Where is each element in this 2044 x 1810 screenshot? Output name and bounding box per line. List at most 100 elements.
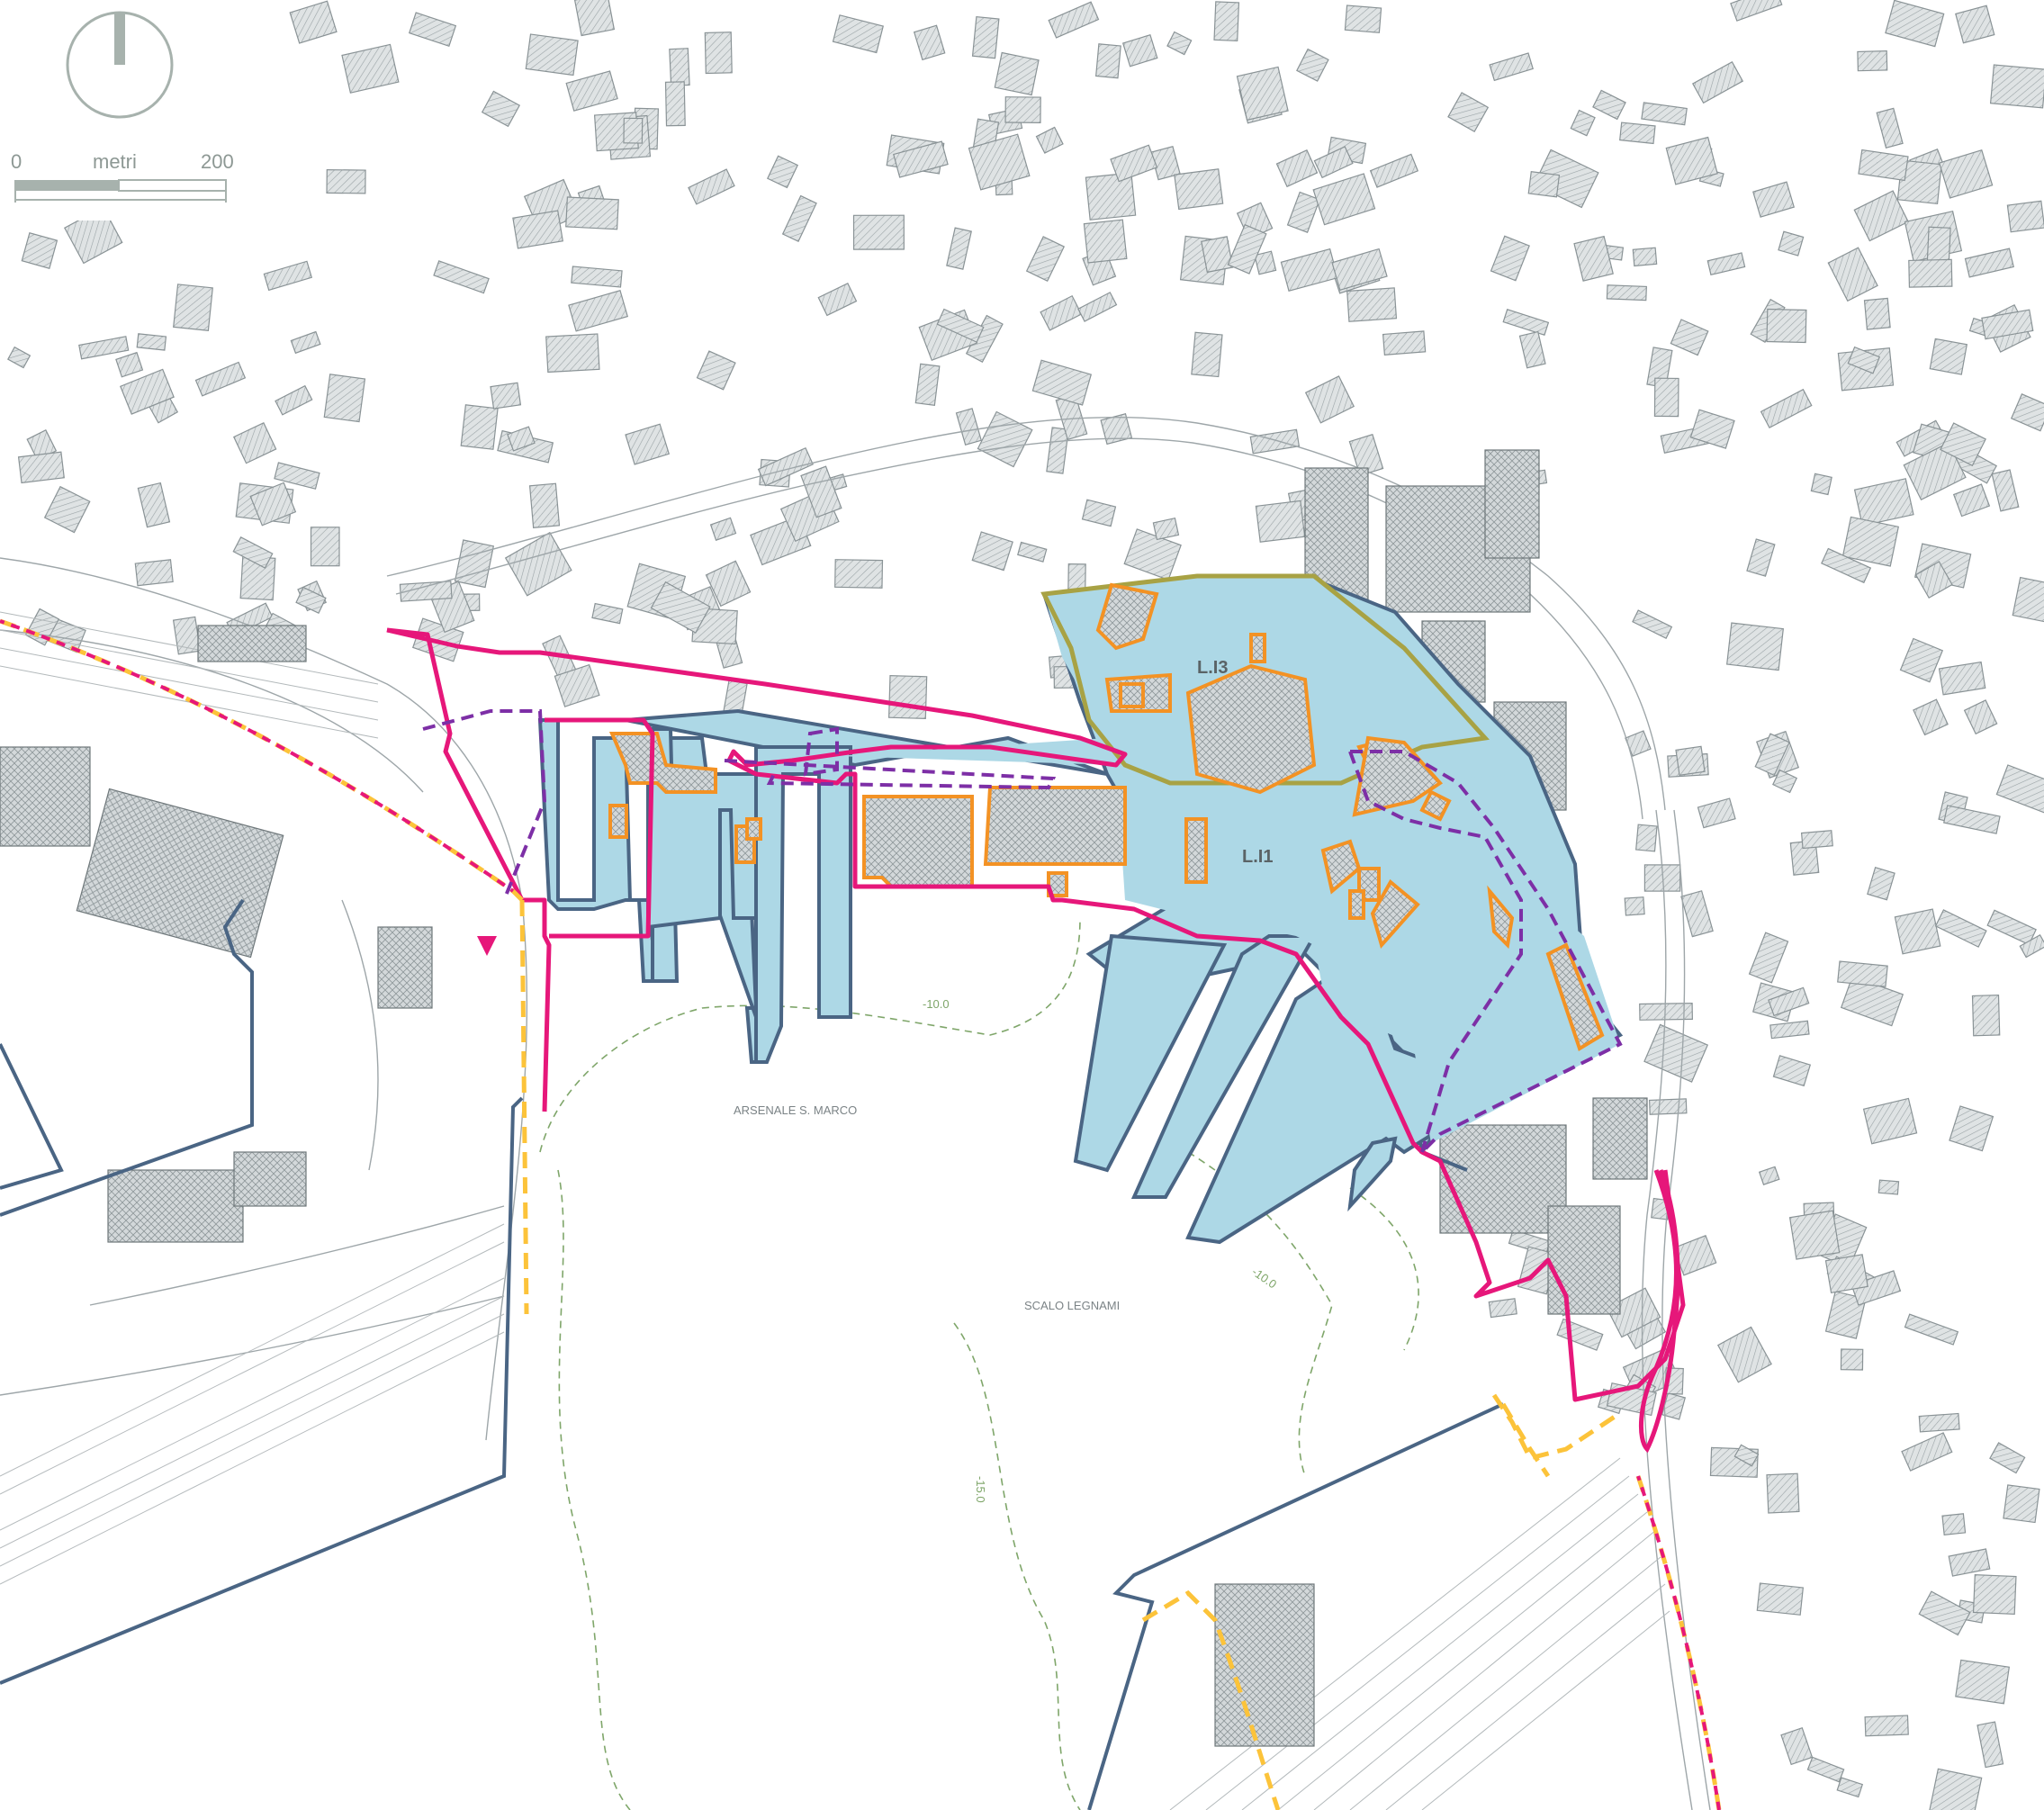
city-block — [1255, 500, 1306, 543]
city-block — [1213, 1, 1240, 41]
quay-edges — [0, 898, 1504, 1810]
scale-bar: 0 metri 200 — [11, 150, 234, 203]
city-block — [1304, 375, 1355, 424]
city-block — [650, 581, 711, 634]
city-block — [1971, 994, 2001, 1037]
city-block — [1841, 516, 1899, 567]
city-block — [1948, 1548, 1991, 1577]
warehouse-blocks — [0, 449, 1648, 1747]
city-block — [1236, 66, 1289, 122]
city-block — [1025, 236, 1066, 283]
city-block — [1769, 1020, 1810, 1040]
city-block — [1632, 609, 1673, 639]
city-block — [433, 260, 490, 294]
city-block — [1573, 235, 1614, 282]
city-block — [1955, 1659, 2011, 1705]
street-network — [0, 416, 1711, 1810]
city-block — [1941, 1513, 1967, 1535]
city-block — [1772, 769, 1798, 794]
city-block — [120, 368, 175, 415]
scale-unit: metri — [93, 150, 137, 173]
city-block — [1847, 346, 1881, 374]
city-block — [1991, 469, 2020, 512]
city-block — [1926, 226, 1951, 265]
city-block — [1296, 48, 1329, 82]
city-block — [1085, 172, 1137, 221]
city-block — [78, 336, 130, 360]
city-block — [705, 560, 752, 608]
city-block — [1746, 538, 1776, 577]
city-block — [936, 308, 985, 343]
city-block — [1934, 909, 1987, 948]
city-block — [1940, 422, 1986, 467]
city-block — [134, 559, 174, 587]
city-block — [2019, 933, 2044, 959]
city-block — [1862, 1097, 1918, 1145]
city-block — [1670, 319, 1709, 356]
area-label-l1: L.I1 — [1242, 847, 1273, 867]
city-block — [1166, 31, 1193, 56]
city-block — [709, 517, 737, 541]
city-block — [1286, 191, 1320, 233]
city-block — [1527, 171, 1561, 198]
city-block — [1885, 0, 1945, 48]
city-block — [571, 266, 623, 288]
city-block — [1174, 168, 1224, 211]
depth-label-3: -15.0 — [974, 1476, 987, 1503]
city-block — [7, 346, 32, 369]
city-block — [623, 117, 644, 144]
city-block — [1989, 64, 2044, 109]
city-block — [1502, 308, 1550, 337]
city-block — [1955, 5, 1995, 44]
city-block — [275, 384, 313, 416]
city-block — [568, 289, 629, 332]
city-block — [323, 374, 366, 423]
city-block — [1489, 52, 1534, 82]
dashed-boundaries — [422, 709, 1623, 1154]
city-block — [1081, 499, 1117, 527]
city-block — [852, 214, 905, 250]
city-block — [1201, 236, 1234, 274]
city-block — [528, 482, 561, 528]
city-block — [1929, 338, 1968, 375]
city-block — [1488, 1298, 1517, 1319]
city-block — [1752, 181, 1796, 218]
city-block — [1840, 1348, 1864, 1371]
city-block — [1040, 294, 1083, 331]
city-block — [781, 194, 817, 243]
city-block — [1853, 478, 1914, 527]
city-block — [233, 422, 277, 464]
city-block — [1346, 287, 1398, 322]
city-block — [757, 446, 814, 487]
city-block — [1918, 1412, 1960, 1433]
city-block — [1369, 153, 1419, 188]
city-block — [1035, 126, 1064, 154]
city-block — [194, 361, 247, 397]
city-block — [1077, 292, 1118, 322]
city-block — [1730, 0, 1783, 22]
city-block — [525, 33, 579, 77]
city-block — [2010, 393, 2044, 432]
city-block — [1837, 960, 1888, 987]
city-block — [955, 408, 982, 446]
city-block — [1533, 149, 1599, 209]
city-block — [1788, 1210, 1841, 1260]
city-block — [1989, 1442, 2026, 1474]
city-blocks — [7, 0, 2044, 1810]
city-block — [1918, 1590, 1971, 1636]
city-block — [565, 70, 618, 112]
city-block — [1758, 1166, 1780, 1185]
city-block — [1824, 1291, 1867, 1339]
city-block — [1227, 223, 1267, 275]
city-block — [1095, 43, 1121, 79]
city-block — [1863, 297, 1891, 330]
city-block — [21, 231, 59, 269]
city-block — [1876, 107, 1904, 149]
city-block — [326, 168, 366, 194]
city-block — [1903, 442, 1967, 500]
city-block — [1592, 89, 1626, 121]
city-block — [1680, 890, 1714, 938]
city-block — [1191, 331, 1223, 378]
city-block — [290, 330, 321, 355]
depth-label-1: -10.0 — [923, 997, 950, 1011]
